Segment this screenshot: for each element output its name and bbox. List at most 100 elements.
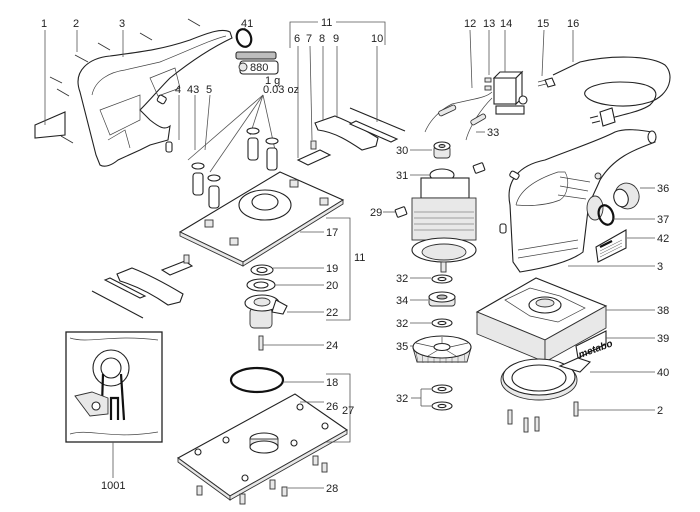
label-39: 39 — [657, 333, 669, 345]
label-3-right: 3 — [657, 261, 663, 273]
seal-ring-20-hole — [253, 281, 269, 289]
dust-extraction-ring-40 — [500, 357, 592, 401]
bearing-30 — [433, 141, 451, 159]
motor-31 — [411, 168, 477, 273]
label-7: 7 — [306, 33, 312, 45]
small-sleeve — [156, 94, 167, 105]
label-24: 24 — [326, 340, 338, 352]
carbon-brush-29 — [394, 206, 408, 218]
washer-19-hole — [256, 266, 268, 274]
grease-tube — [235, 51, 279, 75]
knurled-nut-36 — [613, 182, 640, 210]
gear-housing-38 — [475, 277, 608, 363]
label-2-right: 2 — [657, 405, 663, 417]
label-3: 3 — [119, 18, 125, 30]
label-10: 10 — [371, 33, 383, 45]
label-32-a: 32 — [396, 273, 408, 285]
wire-12 — [424, 91, 493, 133]
screws-2-right — [507, 401, 579, 433]
part-labels: 1 2 3 4 43 5 41 6 7 8 9 10 11 12 13 14 1… — [41, 17, 669, 495]
washer-32-c-hole — [437, 386, 447, 392]
label-36: 36 — [657, 183, 669, 195]
label-8: 8 — [319, 33, 325, 45]
label-1: 1 — [41, 18, 47, 30]
lower-clamp-group — [91, 254, 194, 319]
label-34: 35 — [396, 341, 408, 353]
grease-amount-g: 1 g — [265, 75, 280, 87]
clamp-lever-8 — [314, 115, 379, 151]
grease-amount-oz: 0.03 oz — [263, 84, 299, 96]
spring-wire-10 — [349, 107, 406, 132]
label-17: 17 — [326, 227, 338, 239]
label-41: 41 — [241, 18, 253, 30]
label-14: 14 — [500, 18, 512, 30]
label-19: 19 — [326, 263, 338, 275]
label-15: 15 — [537, 18, 549, 30]
label-11-top: 11 — [321, 17, 332, 29]
label-26: 26 — [326, 401, 338, 413]
label-28: 28 — [326, 483, 338, 495]
label-plate — [34, 111, 66, 139]
screw-24 — [258, 335, 264, 351]
rubber-bushings — [191, 127, 279, 209]
pad-base — [178, 171, 345, 267]
label-9: 9 — [333, 33, 339, 45]
label-18: 18 — [326, 377, 338, 389]
grease-pointer-lines — [187, 94, 276, 173]
label-35: 33 — [487, 127, 499, 139]
label-6: 6 — [294, 33, 300, 45]
label-32-c: 32 — [396, 393, 408, 405]
housing-half-shell — [77, 29, 233, 167]
screw-7 — [310, 140, 317, 150]
label-38: 38 — [657, 305, 669, 317]
label-16: 16 — [567, 18, 579, 30]
label-2: 2 — [73, 18, 79, 30]
screws-2-left — [49, 18, 201, 144]
sanding-plate — [176, 393, 349, 501]
o-ring-37 — [597, 204, 615, 226]
switch-14 — [492, 70, 528, 115]
ball-bearing-33 — [428, 291, 456, 307]
label-11-right: 11 — [354, 252, 365, 264]
fan-wheel-34 — [412, 335, 472, 364]
label-40: 40 — [657, 367, 669, 379]
leader-lines — [44, 21, 655, 489]
washer-32-a-hole — [437, 276, 447, 282]
washer-32-b-hole — [437, 320, 447, 326]
label-27: 27 — [342, 405, 354, 417]
motor-housing-right — [508, 129, 657, 273]
label-30: 30 — [396, 145, 408, 157]
label-37: 37 — [657, 214, 669, 226]
small-sleeve-right-a — [509, 170, 520, 180]
washer-32-d-hole — [437, 403, 447, 409]
label-5: 5 — [206, 84, 212, 96]
label-12: 12 — [464, 18, 476, 30]
spacer-sleeve — [165, 141, 173, 153]
label-20: 20 — [326, 280, 338, 292]
rating-label-42 — [595, 229, 627, 263]
o-ring-18 — [229, 366, 285, 394]
label-29: 29 — [370, 207, 382, 219]
eccentric-bearing — [244, 294, 288, 329]
screws-13 — [484, 77, 492, 91]
wiring-diagram-box — [65, 331, 163, 443]
label-31: 31 — [396, 170, 408, 182]
wire-35 — [465, 97, 493, 141]
grease-code: 880 — [250, 62, 268, 74]
o-ring-41 — [235, 28, 253, 48]
plate-6 — [296, 149, 332, 166]
carbon-brush-right — [472, 162, 486, 174]
label-32-b: 32 — [396, 318, 408, 330]
clamp-bar-9 — [348, 120, 399, 143]
power-cable — [537, 56, 671, 127]
small-sleeve-right-b — [499, 223, 507, 234]
label-43: 43 — [187, 84, 199, 96]
label-13: 13 — [483, 18, 495, 30]
label-33: 34 — [396, 295, 408, 307]
label-1001: 1001 — [101, 480, 125, 492]
label-22: 22 — [326, 307, 338, 319]
label-4: 4 — [175, 84, 181, 96]
label-42: 42 — [657, 233, 669, 245]
screws-28 — [196, 455, 328, 505]
